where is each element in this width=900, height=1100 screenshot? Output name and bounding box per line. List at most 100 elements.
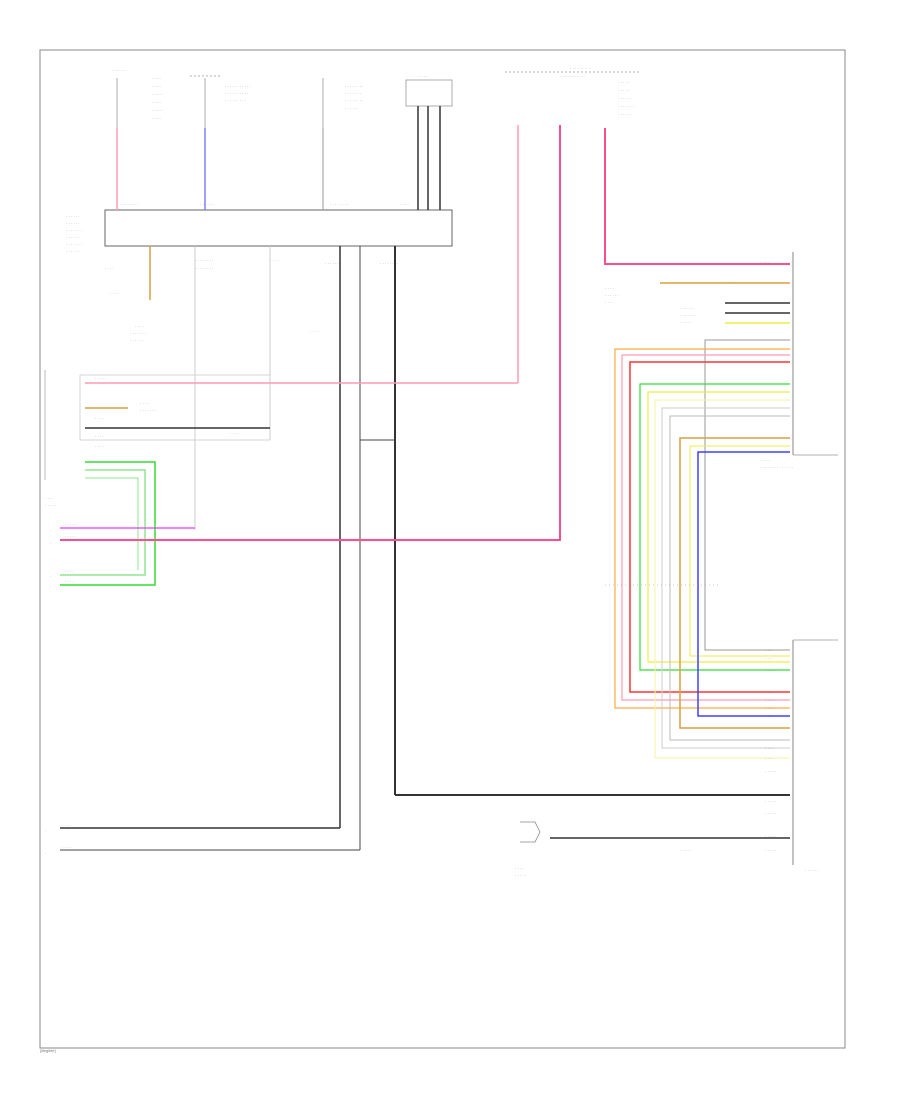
- svg-text:· · · · ·: · · · · ·: [515, 873, 526, 878]
- svg-text:· · · · · ·: · · · · · ·: [66, 214, 80, 219]
- lower-right-labels: · · · · · · · · · · · · · · · · · · · · …: [765, 648, 819, 873]
- svg-text:· · · ·: · · · ·: [765, 698, 774, 703]
- svg-text:·: ·: [45, 828, 46, 833]
- svg-text:· · · ·: · · · ·: [105, 266, 114, 271]
- svg-text:· · · · · · ·: · · · · · · ·: [66, 228, 82, 233]
- svg-text:· · · · · ·: · · · · · ·: [345, 106, 359, 111]
- svg-text:· · · · · ·: · · · · · ·: [605, 293, 619, 298]
- module-labels: · · · · · · · · · · · · · · · · · · · · …: [66, 202, 409, 254]
- svg-text:· · · ·: · · · ·: [62, 845, 71, 850]
- svg-text:· · · · · · ·: · · · · · · ·: [140, 408, 156, 413]
- wire-orange-bundle: [614, 348, 790, 709]
- svg-text:· · · · · · ·: · · · · · · ·: [325, 261, 341, 266]
- svg-text:· · · · ·: · · · · ·: [45, 503, 56, 508]
- svg-text:· · · · ·: · · · · ·: [765, 848, 776, 853]
- wire-gray-bundle-1: [704, 339, 790, 651]
- svg-text:· · · · · ·: · · · · · ·: [66, 249, 80, 254]
- svg-text:· · · ·: · · · ·: [95, 416, 104, 421]
- svg-text:· · · ·: · · · ·: [152, 100, 161, 105]
- svg-text:· · · · · ·: · · · · · ·: [805, 868, 819, 873]
- svg-text:· · · ·: · · · ·: [765, 648, 774, 653]
- svg-text:· · · ·: · · · ·: [765, 656, 774, 661]
- svg-text:· · · ·: · · · ·: [760, 260, 769, 265]
- svg-text:· · · ·: · · · ·: [65, 569, 74, 574]
- svg-text:· · · · · · ·: · · · · · · ·: [680, 313, 696, 318]
- svg-text:·: ·: [50, 541, 51, 546]
- svg-text:· · · ·: · · · ·: [230, 431, 239, 436]
- svg-text:· · · · · · · · ·: · · · · · · · · ·: [570, 66, 591, 71]
- svg-text:· · · ·: · · · ·: [765, 706, 774, 711]
- svg-text:· · · · · · · ·: · · · · · · · ·: [330, 202, 348, 207]
- ground-labels: · · · · · · · · · · · · · · · · · · · · …: [105, 258, 398, 343]
- svg-text:· · · ·: · · · ·: [152, 84, 161, 89]
- svg-text:· · · ·: · · · ·: [310, 329, 319, 334]
- svg-text:· · · ·: · · · ·: [765, 714, 774, 719]
- diagram-frame: [39, 49, 846, 1049]
- upper-right-labels: · · · · · · · · · · · · · · · · · · · · …: [605, 260, 793, 470]
- svg-text:· · · · · · ·: · · · · · · ·: [345, 91, 361, 96]
- wire-green-1: [60, 461, 156, 586]
- svg-text:·: ·: [45, 851, 46, 856]
- svg-text:·: ·: [50, 574, 51, 579]
- svg-text:· · · ·: · · · ·: [270, 258, 279, 263]
- svg-text:· · · · ·: · · · · ·: [65, 534, 76, 539]
- svg-text:· · · · ·: · · · · ·: [680, 848, 691, 853]
- svg-text:· · · · · · · ·: · · · · · · · ·: [380, 261, 398, 266]
- svg-text:· · · · · ·: · · · · · ·: [200, 202, 214, 207]
- svg-text:· · · ·: · · · ·: [605, 286, 614, 291]
- left-wire-labels: · · · · · · · · · · · · · · · · · · · · …: [50, 522, 76, 589]
- svg-text:· · · · ·: · · · · ·: [725, 280, 736, 285]
- svg-text:· · · · ·: · · · · ·: [152, 108, 163, 113]
- wire-pink-bundle: [621, 354, 790, 701]
- svg-text:· · · ·: · · · ·: [65, 579, 74, 584]
- svg-text:· · · · · ·: · · · · · ·: [618, 96, 632, 101]
- svg-text:· · · · ·: · · · · ·: [95, 376, 106, 381]
- svg-text:· · · · · · · ·: · · · · · · · ·: [345, 84, 363, 89]
- wire-tan-bundle: [679, 437, 790, 729]
- svg-text:· · · · · · · ·: · · · · · · · ·: [345, 98, 363, 103]
- wire-gray-bundle-2: [661, 407, 790, 749]
- radio-sensor-symbol: [520, 821, 541, 843]
- wire-green-bundle: [639, 383, 790, 671]
- svg-text:· · · ·: · · · ·: [95, 444, 104, 449]
- svg-text:· · · · · ·: · · · · · ·: [66, 221, 80, 226]
- svg-text:· · · · · · · ·: · · · · · · · ·: [195, 266, 213, 271]
- svg-text:· · · · · · · ·: · · · · · · · ·: [120, 202, 138, 207]
- svg-text:· · · ·: · · · ·: [140, 401, 149, 406]
- svg-text:· · · ·: · · · ·: [765, 668, 774, 673]
- svg-text:· · · · · · ·: · · · · · · ·: [66, 242, 82, 247]
- svg-text:· · · · · · · · · · ·: · · · · · · · · · · ·: [560, 74, 586, 79]
- wire-yellow-bundle: [647, 391, 790, 663]
- svg-text:· · · · ·: · · · · ·: [765, 834, 776, 839]
- svg-text:· · · · · ·: · · · · · ·: [112, 68, 126, 73]
- body-control-module-box: [104, 209, 453, 247]
- svg-text:· · · ·: · · · ·: [62, 823, 71, 828]
- wire-yellow-bundle-2: [689, 445, 790, 657]
- svg-text:· · · ·: · · · ·: [110, 291, 119, 296]
- svg-text:· · · ·: · · · ·: [152, 76, 161, 81]
- svg-text:· · · · ·: · · · · ·: [765, 769, 776, 774]
- svg-text:· · · · · · ·: · · · · · · ·: [130, 331, 146, 336]
- svg-text:· · · · ·: · · · · ·: [760, 458, 771, 463]
- svg-text:·: ·: [50, 584, 51, 589]
- wire-green-2: [60, 469, 146, 576]
- svg-text:· · · ·: · · · ·: [605, 300, 614, 305]
- svg-text:· · · · · ·: · · · · · ·: [414, 74, 428, 79]
- svg-text:· · · · ·: · · · · ·: [765, 811, 776, 816]
- fuse-group-left: [116, 71, 640, 128]
- svg-text:· · · ·: · · · ·: [135, 324, 144, 329]
- wire-blue-bundle: [697, 451, 790, 717]
- svg-text:· · · · ·: · · · · ·: [152, 92, 163, 97]
- svg-text:· · · · · · · · · · · · · ·: · · · · · · · · · · · · · ·: [760, 465, 793, 470]
- svg-text:· · · ·: · · · ·: [400, 202, 409, 207]
- svg-text:· · · ·: · · · ·: [765, 746, 774, 751]
- wire-light-yellow-bundle: [654, 399, 790, 759]
- svg-text:·: ·: [50, 528, 51, 533]
- svg-text:· · · · ·: · · · · ·: [65, 522, 76, 527]
- svg-text:· · · · · ·: · · · · · ·: [130, 338, 144, 343]
- svg-text:· · · · · · · · · ·: · · · · · · · · · ·: [225, 91, 248, 96]
- svg-text:· · · · ·: · · · · ·: [618, 88, 629, 93]
- svg-text:· · · · · · · · ·: · · · · · · · · ·: [225, 98, 246, 103]
- svg-text:· · · · · · · · · · ·: · · · · · · · · · · ·: [225, 84, 251, 89]
